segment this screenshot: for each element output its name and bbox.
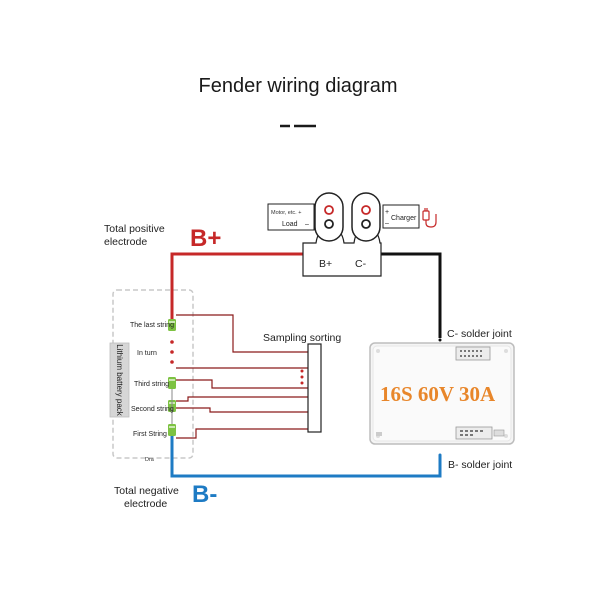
- cell-third: [168, 377, 176, 389]
- negative-label-line2: electrode: [124, 498, 167, 510]
- terminal-b-plus-label: B+: [319, 258, 332, 270]
- b-minus-label: B-: [192, 481, 217, 508]
- positive-label-line1: Total positive: [104, 223, 165, 235]
- cell-first: [168, 424, 176, 436]
- positive-label-line2: electrode: [104, 236, 147, 248]
- positive-main-wire: [170, 252, 304, 320]
- b-solder-joint-dot: [438, 453, 442, 457]
- cell-in-turn-dots: [170, 340, 174, 364]
- bms-board: 16S 60V 30A: [369, 342, 515, 445]
- b-plus-label: B+: [190, 225, 221, 252]
- load-minus-mark: –: [305, 221, 309, 228]
- battery-vertical-label: Lithium battery pack: [115, 344, 124, 417]
- sampling-connector-dots: [300, 369, 304, 385]
- string-label-third: Third string: [134, 381, 169, 388]
- load-box: [267, 203, 315, 231]
- sampling-wires: [176, 314, 310, 439]
- c-solder-joint-dot: [438, 338, 442, 342]
- diagram-title: Fender wiring diagram: [199, 75, 398, 97]
- terminal-block: [302, 192, 382, 277]
- cell-last: [168, 319, 176, 331]
- string-label-second: Second string: [131, 406, 174, 413]
- c-minus-wire: [376, 252, 442, 338]
- terminal-c-minus-label: C-: [355, 258, 367, 270]
- c-solder-joint-label: C- solder joint: [447, 328, 512, 340]
- charger-box: [382, 204, 420, 229]
- negative-label-line1: Total negative: [114, 485, 179, 497]
- battery-bottom-mark: Dra: [145, 457, 155, 463]
- b-solder-joint-label: B- solder joint: [448, 459, 512, 471]
- string-label-first: First String: [133, 431, 167, 438]
- negative-main-wire: [170, 430, 442, 478]
- load-label-line1: Motor, etc. +: [271, 210, 301, 216]
- string-label-in-turn: In turn: [137, 350, 157, 357]
- sampling-connector: [307, 343, 322, 433]
- string-label-last: The last string: [130, 322, 174, 329]
- battery-label-box: [109, 342, 130, 418]
- sampling-sorting-label: Sampling sorting: [263, 332, 341, 344]
- plug-icon: [422, 208, 437, 228]
- charger-label: Charger: [391, 215, 417, 222]
- charger-plus-mark: +: [385, 209, 389, 216]
- charger-minus-mark: –: [385, 220, 389, 227]
- board-spec-label: 16S 60V 30A: [380, 382, 496, 406]
- load-label-line2: Load: [282, 221, 298, 228]
